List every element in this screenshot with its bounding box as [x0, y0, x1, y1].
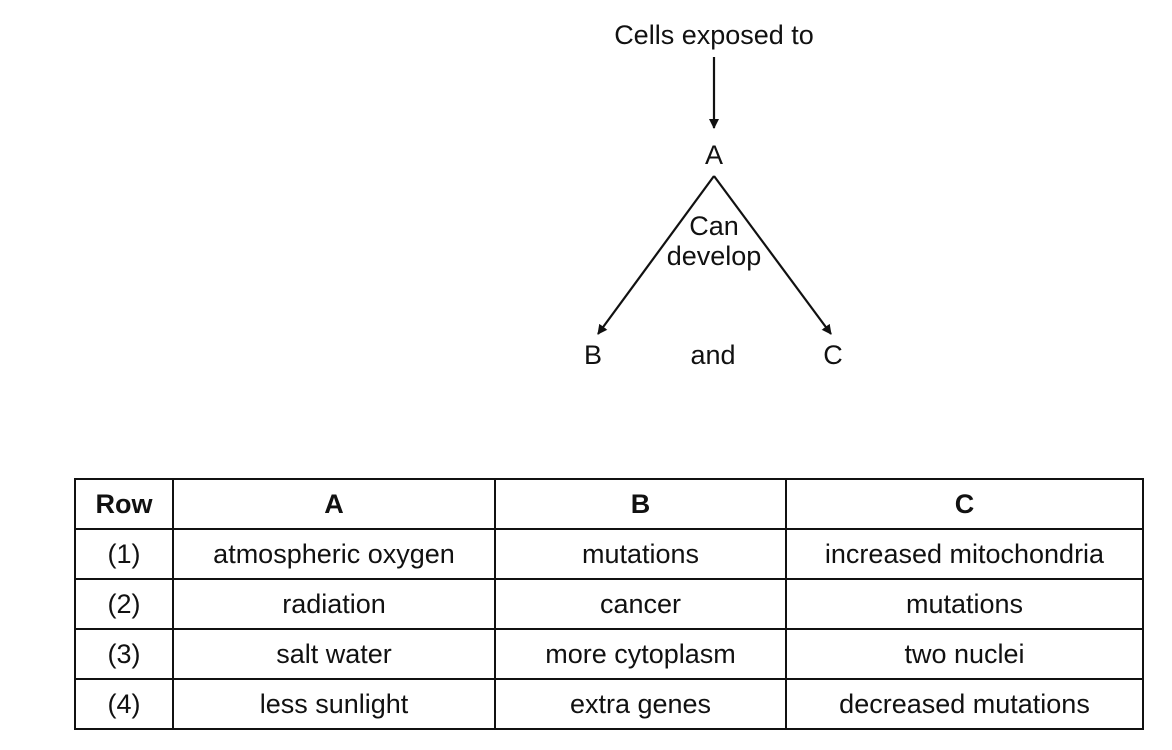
branch-label-line2: develop: [667, 241, 762, 271]
node-c-label: C: [823, 340, 843, 370]
cell-c: increased mitochondria: [785, 528, 1144, 580]
node-a-label: A: [705, 140, 723, 170]
top-label: Cells exposed to: [614, 20, 814, 50]
cell-b: extra genes: [494, 678, 787, 730]
left-branch-arrow: [597, 175, 715, 335]
table-row: (4) less sunlight extra genes decreased …: [74, 678, 1144, 730]
flow-diagram: Cells exposed to A Can develop B and C: [584, 20, 843, 370]
cell-c: two nuclei: [785, 628, 1144, 680]
right-branch-arrow: [713, 175, 832, 335]
cell-b: mutations: [494, 528, 787, 580]
table-row: (1) atmospheric oxygen mutations increas…: [74, 528, 1144, 580]
header-a: A: [172, 478, 496, 530]
cell-a: less sunlight: [172, 678, 496, 730]
row-number-cell: (3): [74, 628, 174, 680]
cell-a: radiation: [172, 578, 496, 630]
node-b-label: B: [584, 340, 602, 370]
cell-b: cancer: [494, 578, 787, 630]
cell-a: atmospheric oxygen: [172, 528, 496, 580]
cell-c: mutations: [785, 578, 1144, 630]
table-row: (3) salt water more cytoplasm two nuclei: [74, 628, 1144, 680]
row-number-cell: (4): [74, 678, 174, 730]
header-row: Row: [74, 478, 174, 530]
cell-b: more cytoplasm: [494, 628, 787, 680]
row-number-cell: (2): [74, 578, 174, 630]
table-row: (2) radiation cancer mutations: [74, 578, 1144, 630]
header-c: C: [785, 478, 1144, 530]
cell-a: salt water: [172, 628, 496, 680]
cell-c: decreased mutations: [785, 678, 1144, 730]
table-header-row: Row A B C: [74, 478, 1144, 530]
answer-choices-table: Row A B C (1) atmospheric oxygen mutatio…: [74, 478, 1144, 730]
connector-label: and: [690, 340, 735, 370]
row-number-cell: (1): [74, 528, 174, 580]
header-b: B: [494, 478, 787, 530]
branch-label-line1: Can: [689, 211, 739, 241]
